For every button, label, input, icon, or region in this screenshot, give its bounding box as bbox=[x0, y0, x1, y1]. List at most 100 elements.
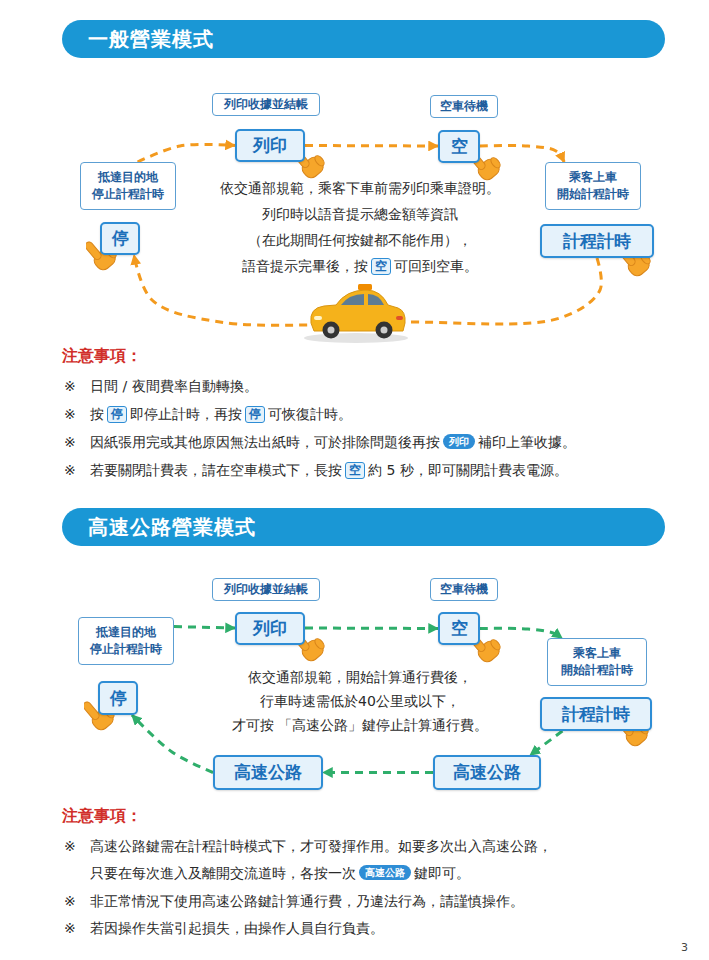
meter-key: 空 bbox=[438, 130, 480, 163]
note-text: 只要在每次進入及離開交流道時，各按一次 bbox=[90, 865, 356, 881]
flow-arrow bbox=[132, 715, 213, 773]
text-line: 列印時以語音提示總金額等資訊 bbox=[262, 204, 458, 224]
step-tag: 列印收據並結帳 bbox=[212, 93, 320, 116]
node-text: 停 bbox=[112, 227, 129, 250]
node-text: 停 bbox=[110, 687, 127, 710]
note-text: （在此期間任何按鍵都不能作用）， bbox=[248, 232, 472, 248]
text-line: 依交通部規範，乘客下車前需列印乘車證明。 bbox=[220, 178, 500, 198]
text-line: ※ bbox=[64, 918, 76, 938]
node-text: 高速公路營業模式 bbox=[88, 514, 256, 541]
step-tag: 乘客上車 開始計程計時 bbox=[547, 638, 647, 686]
meter-key: 停 bbox=[98, 681, 138, 715]
note-text: 因紙張用完或其他原因無法出紙時，可於排除問題後再按 bbox=[90, 434, 440, 450]
text-line: ※ bbox=[64, 404, 76, 424]
node-text: 列印 bbox=[253, 617, 287, 640]
note-text: 注意事項： bbox=[62, 346, 142, 365]
text-line: 語音提示完畢後，按空可回到空車。 bbox=[242, 256, 478, 276]
text-line: 行車時速需低於40公里或以下， bbox=[260, 691, 460, 711]
text-line: 因紙張用完或其他原因無法出紙時，可於排除問題後再按列印補印上筆收據。 bbox=[90, 432, 576, 452]
note-text: 依交通部規範，乘客下車前需列印乘車證明。 bbox=[220, 180, 500, 196]
text-line: 3 bbox=[681, 938, 688, 958]
step-tag: 抵達目的地 停止計程計時 bbox=[80, 162, 176, 210]
flow-arrow bbox=[305, 144, 438, 148]
text-line: 非正常情況下使用高速公路鍵計算通行費，乃違法行為，請謹慎操作。 bbox=[90, 891, 524, 911]
note-text: 3 bbox=[681, 941, 688, 954]
flow-arrow bbox=[323, 771, 433, 774]
text-line: ※ bbox=[64, 891, 76, 911]
note-text: 約 5 秒，即可關閉計費表電源。 bbox=[368, 462, 568, 478]
text-line: 按停即停止計時，再按停可恢復計時。 bbox=[90, 404, 352, 424]
note-text: 語音提示完畢後，按 bbox=[242, 258, 368, 274]
node-text: 高速公路 bbox=[453, 761, 521, 784]
node-text: 列印 bbox=[253, 134, 287, 157]
text-line: 日間 / 夜間費率自動轉換。 bbox=[90, 376, 258, 396]
key-icon: 高速公路 bbox=[359, 865, 411, 880]
step-tag: 空車待機 bbox=[430, 578, 498, 601]
meter-key: 列印 bbox=[235, 129, 305, 162]
note-text: 非正常情況下使用高速公路鍵計算通行費，乃違法行為，請謹慎操作。 bbox=[90, 893, 524, 909]
step-tag: 空車待機 bbox=[430, 95, 498, 118]
note-text: 按 bbox=[90, 406, 104, 422]
text-line: 注意事項： bbox=[62, 806, 142, 826]
node-text: 計程計時 bbox=[562, 703, 630, 726]
step-tag: 乘客上車 開始計程計時 bbox=[545, 162, 641, 210]
note-text: ※ bbox=[64, 434, 76, 450]
node-text: 空 bbox=[451, 135, 468, 158]
node-text: 抵達目的地 停止計程計時 bbox=[90, 624, 162, 658]
node-text: 乘客上車 開始計程計時 bbox=[557, 169, 629, 203]
key-icon: 停 bbox=[107, 406, 127, 423]
note-text: 鍵即可。 bbox=[414, 865, 470, 881]
note-text: ※ bbox=[64, 838, 76, 854]
node-text: 一般營業模式 bbox=[88, 26, 214, 53]
note-text: 行車時速需低於40公里或以下， bbox=[260, 693, 460, 709]
text-line: ※ bbox=[64, 376, 76, 396]
note-text: ※ bbox=[64, 406, 76, 422]
node-text: 乘客上車 開始計程計時 bbox=[561, 645, 633, 679]
text-line: 注意事項： bbox=[62, 346, 142, 366]
text-line: 才可按 「高速公路」鍵停止計算通行費。 bbox=[232, 715, 488, 735]
node-text: 列印收據並結帳 bbox=[224, 582, 308, 597]
meter-key: 計程計時 bbox=[540, 224, 654, 258]
note-text: 列印時以語音提示總金額等資訊 bbox=[262, 206, 458, 222]
node-text: 空車待機 bbox=[440, 99, 488, 114]
note-text: 可回到空車。 bbox=[394, 258, 478, 274]
text-line: （在此期間任何按鍵都不能作用）， bbox=[248, 230, 472, 250]
flow-arrow bbox=[530, 731, 562, 755]
note-text: 即停止計時，再按 bbox=[130, 406, 242, 422]
text-line: 只要在每次進入及離開交流道時，各按一次高速公路鍵即可。 bbox=[90, 863, 470, 883]
flow-arrow bbox=[174, 627, 235, 628]
text-line: 若因操作失當引起損失，由操作人員自行負責。 bbox=[90, 918, 384, 938]
section-band: 一般營業模式 bbox=[62, 20, 665, 58]
text-line: 高速公路鍵需在計程計時模式下，才可發揮作用。如要多次出入高速公路， bbox=[90, 836, 552, 856]
note-text: 若因操作失當引起損失，由操作人員自行負責。 bbox=[90, 920, 384, 936]
note-text: 依交通部規範，開始計算通行費後， bbox=[248, 669, 472, 685]
flow-arrow bbox=[305, 627, 438, 631]
node-text: 空車待機 bbox=[440, 582, 488, 597]
node-text: 計程計時 bbox=[563, 230, 631, 253]
flow-arrow bbox=[138, 144, 235, 162]
node-text: 抵達目的地 停止計程計時 bbox=[92, 169, 164, 203]
note-text: 若要關閉計費表，請在空車模式下，長按 bbox=[90, 462, 342, 478]
meter-key: 空 bbox=[438, 612, 480, 645]
text-line: 若要關閉計費表，請在空車模式下，長按空約 5 秒，即可關閉計費表電源。 bbox=[90, 460, 568, 480]
node-text: 高速公路 bbox=[234, 761, 302, 784]
step-tag: 抵達目的地 停止計程計時 bbox=[78, 617, 174, 665]
meter-key: 高速公路 bbox=[213, 755, 323, 790]
text-line: ※ bbox=[64, 460, 76, 480]
section-band: 高速公路營業模式 bbox=[62, 508, 665, 546]
text-line: ※ bbox=[64, 836, 76, 856]
key-icon: 停 bbox=[245, 406, 265, 423]
note-text: 才可按 「高速公路」鍵停止計算通行費。 bbox=[232, 717, 488, 733]
note-text: 日間 / 夜間費率自動轉換。 bbox=[90, 378, 258, 394]
key-icon: 空 bbox=[345, 462, 365, 479]
note-text: ※ bbox=[64, 462, 76, 478]
taxi-car bbox=[304, 284, 408, 343]
key-icon: 空 bbox=[371, 258, 391, 275]
meter-key: 高速公路 bbox=[433, 755, 541, 790]
node-text: 空 bbox=[451, 617, 468, 640]
note-text: 可恢復計時。 bbox=[268, 406, 352, 422]
node-text: 列印收據並結帳 bbox=[224, 97, 308, 112]
key-icon: 列印 bbox=[443, 434, 475, 449]
meter-key: 列印 bbox=[235, 612, 305, 645]
